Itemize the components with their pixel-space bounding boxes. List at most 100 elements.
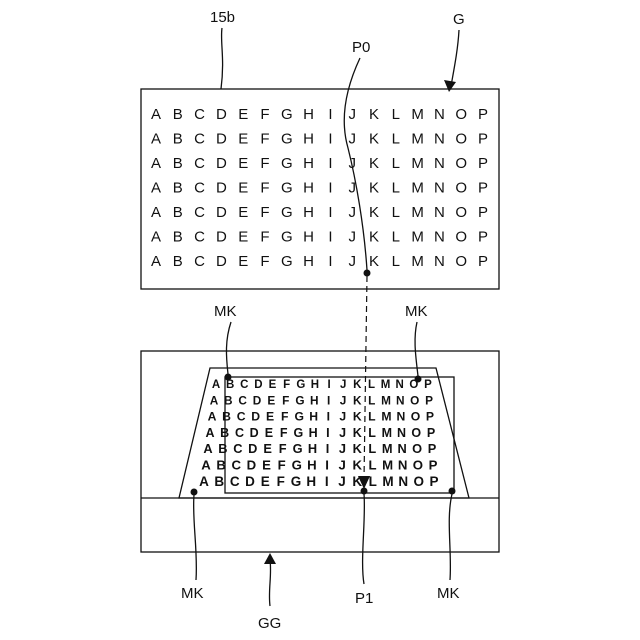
projected-letter: F	[282, 393, 289, 407]
projected-letter: N	[397, 441, 406, 456]
projected-letter: P	[429, 458, 438, 473]
grid-letter: N	[434, 180, 445, 197]
label-mk-top-left: MK	[214, 303, 237, 320]
projected-letter: P	[429, 474, 438, 489]
grid-letter: A	[151, 253, 161, 270]
projected-letter: I	[326, 426, 329, 440]
grid-letter: J	[348, 229, 356, 246]
projected-letter: A	[199, 474, 209, 489]
projected-letter: P	[428, 441, 437, 456]
projected-letter: D	[250, 426, 259, 440]
grid-letter: F	[260, 155, 269, 172]
projected-letter: M	[382, 474, 393, 489]
grid-letter: K	[369, 229, 379, 246]
grid-letter: J	[348, 106, 356, 123]
projected-letter: J	[340, 393, 347, 407]
projected-letter: H	[309, 426, 318, 440]
grid-letter: E	[238, 253, 248, 270]
projected-letter: A	[203, 441, 212, 456]
projected-letter: M	[381, 393, 391, 407]
projected-letter: O	[412, 441, 422, 456]
projected-letter: C	[230, 474, 240, 489]
projected-letter: L	[368, 458, 376, 473]
grid-letter: A	[151, 131, 161, 148]
grid-letter: C	[194, 180, 205, 197]
leader-gg	[269, 560, 270, 606]
projected-letter: C	[232, 458, 242, 473]
grid-letter: H	[303, 204, 314, 221]
grid-letter: H	[303, 229, 314, 246]
grid-letter: F	[260, 180, 269, 197]
projected-letter: D	[245, 474, 255, 489]
projected-letter: J	[338, 474, 346, 489]
grid-letter: F	[260, 106, 269, 123]
projected-letter: C	[233, 441, 242, 456]
grid-letter: F	[260, 204, 269, 221]
grid-letter: O	[455, 155, 467, 172]
grid-letter: I	[328, 204, 332, 221]
projected-letter: A	[205, 426, 214, 440]
grid-letter: P	[478, 253, 488, 270]
projected-letter: D	[253, 393, 262, 407]
grid-letter: M	[411, 229, 424, 246]
grid-letter: O	[455, 253, 467, 270]
projected-letter: N	[396, 393, 405, 407]
grid-letter: O	[455, 180, 467, 197]
grid-letter: B	[173, 155, 183, 172]
grid-letter: G	[281, 155, 293, 172]
grid-letter: L	[392, 253, 400, 270]
grid-letter: H	[303, 155, 314, 172]
projected-letter: I	[325, 474, 329, 489]
grid-letter: D	[216, 106, 227, 123]
grid-letter: B	[173, 204, 183, 221]
projected-letter: G	[294, 426, 304, 440]
label-p0: P0	[352, 39, 370, 56]
grid-letter: O	[455, 204, 467, 221]
projected-letter: M	[382, 441, 393, 456]
projected-letter: I	[327, 379, 330, 391]
grid-letter: G	[281, 180, 293, 197]
projected-letter: G	[296, 379, 305, 391]
projected-letter: L	[368, 441, 376, 456]
grid-letter: G	[281, 204, 293, 221]
projected-letter: K	[353, 393, 362, 407]
projected-letter: L	[368, 410, 376, 424]
projected-letter: O	[411, 426, 421, 440]
grid-letter: J	[348, 131, 356, 148]
grid-letter: P	[478, 229, 488, 246]
projected-letter: B	[216, 458, 226, 473]
grid-letter: H	[303, 253, 314, 270]
grid-letter: N	[434, 229, 445, 246]
grid-letter: G	[281, 229, 293, 246]
projected-letter: P	[425, 393, 433, 407]
projected-letter: F	[279, 441, 287, 456]
projected-letter: C	[237, 410, 246, 424]
projected-letter: H	[306, 474, 316, 489]
grid-letter: B	[173, 180, 183, 197]
projected-letter: J	[339, 426, 346, 440]
grid-letter: K	[369, 180, 379, 197]
projected-letter: K	[353, 410, 362, 424]
projected-letter: H	[310, 393, 319, 407]
marker-dot-bottom-right	[449, 488, 456, 495]
point-p0-dot	[364, 270, 371, 277]
projected-letter: G	[293, 441, 303, 456]
projected-letter: D	[247, 458, 257, 473]
grid-letter: K	[369, 131, 379, 148]
projected-letter: G	[295, 393, 304, 407]
grid-letter: B	[173, 229, 183, 246]
grid-letter: O	[455, 229, 467, 246]
grid-letter: L	[392, 229, 400, 246]
projected-letter: E	[262, 458, 271, 473]
projected-letter: A	[201, 458, 211, 473]
grid-letter: O	[455, 106, 467, 123]
marker-dot-bottom-left	[191, 489, 198, 496]
grid-letter: J	[348, 204, 356, 221]
grid-letter: O	[455, 131, 467, 148]
grid-letter: C	[194, 106, 205, 123]
projected-letter: D	[251, 410, 260, 424]
projected-letter: H	[309, 410, 318, 424]
grid-letter: B	[173, 106, 183, 123]
grid-letter: D	[216, 155, 227, 172]
projected-letter: K	[353, 441, 363, 456]
